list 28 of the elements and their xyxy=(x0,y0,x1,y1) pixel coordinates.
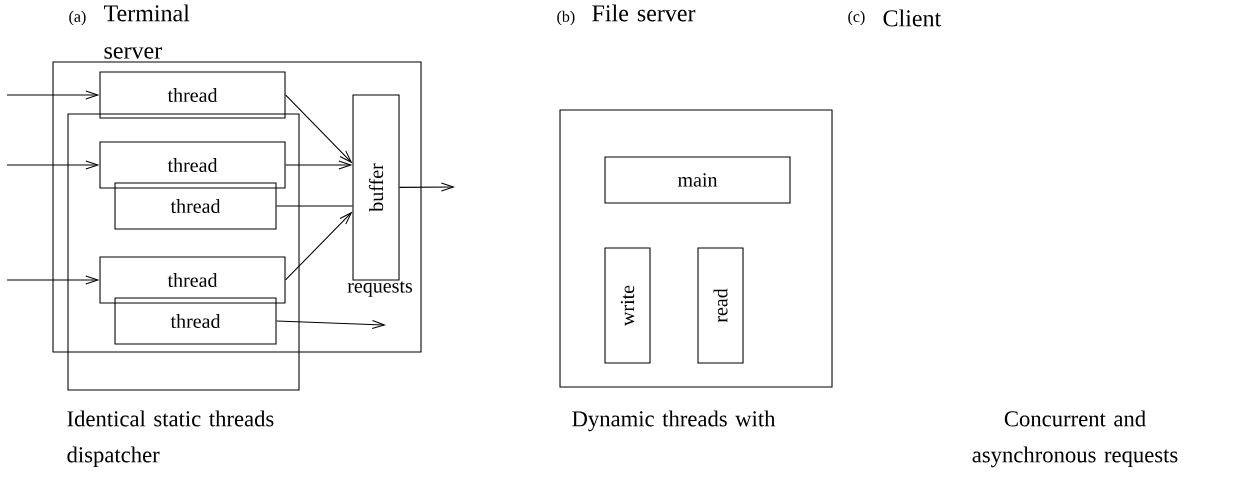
panel-letter: (b) xyxy=(557,10,575,26)
arrow xyxy=(285,160,353,170)
arrow xyxy=(285,211,353,281)
process-box: buffer xyxy=(352,94,400,281)
panel-letter: (a) xyxy=(69,10,86,26)
panel-title: File server xyxy=(592,4,696,22)
container-box xyxy=(67,113,300,391)
caption: Dynamic threads with xyxy=(572,410,776,432)
arrow xyxy=(6,90,100,100)
process-box: read xyxy=(697,247,744,364)
arrow xyxy=(276,319,387,330)
arrow xyxy=(6,160,100,170)
panel-letter: (c) xyxy=(848,10,865,26)
process-box: main xyxy=(604,156,791,204)
thread-box: thread xyxy=(114,182,277,230)
caption: Concurrent and asynchronous requests xyxy=(972,410,1178,468)
thread-box: thread xyxy=(99,141,286,189)
process-box: write xyxy=(604,247,651,364)
thread-box: thread xyxy=(114,297,277,345)
arrow xyxy=(6,275,100,285)
container-box xyxy=(559,109,833,388)
thread-box: thread xyxy=(99,71,286,119)
caption: Identical static threads dispatcher xyxy=(67,410,274,468)
thread-box: thread xyxy=(99,256,286,304)
arrow xyxy=(285,94,353,164)
arrow xyxy=(399,182,455,192)
panel-title: Client xyxy=(883,9,942,27)
container-box xyxy=(52,61,422,353)
